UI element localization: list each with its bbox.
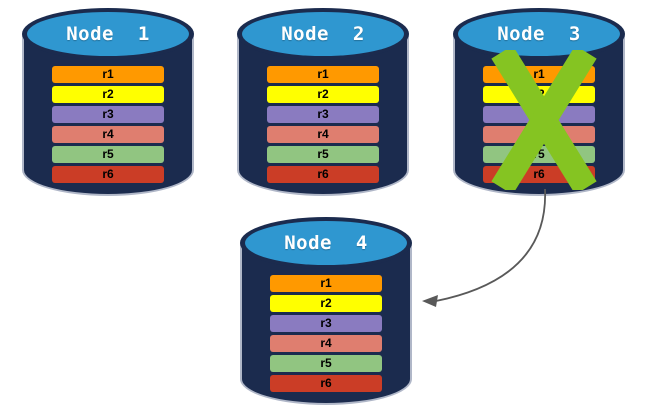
failover-arrow-head xyxy=(422,295,438,307)
node-1-cylinder-top-face: Node 1 xyxy=(27,12,189,56)
replica-row-r3: r3 xyxy=(52,106,164,123)
replica-row-r6: r6 xyxy=(52,166,164,183)
node-1-label: Node 1 xyxy=(66,23,150,45)
node-4-cylinder-top-face: Node 4 xyxy=(245,221,407,265)
node-2-rows: r1 r2 r3 r4 r5 r6 xyxy=(267,66,379,183)
replica-row-r3: r3 xyxy=(270,315,382,332)
replica-row-r5: r5 xyxy=(52,146,164,163)
replica-row-r4: r4 xyxy=(270,335,382,352)
node-1-rows: r1 r2 r3 r4 r5 r6 xyxy=(52,66,164,183)
replica-row-r6: r6 xyxy=(270,375,382,392)
node-1-cylinder: Node 1 r1 r2 r3 r4 r5 r6 xyxy=(22,8,194,196)
node-2-cylinder: Node 2 r1 r2 r3 r4 r5 r6 xyxy=(237,8,409,196)
node-2-label: Node 2 xyxy=(281,23,365,45)
replica-row-r4: r4 xyxy=(267,126,379,143)
node-4-rows: r1 r2 r3 r4 r5 r6 xyxy=(270,275,382,392)
node-3-label: Node 3 xyxy=(497,23,581,45)
replica-row-r3: r3 xyxy=(267,106,379,123)
failover-arrow-line xyxy=(435,188,546,302)
node-3-cylinder-top-face: Node 3 xyxy=(458,12,620,56)
replica-row-r1: r1 xyxy=(267,66,379,83)
replica-row-r5: r5 xyxy=(270,355,382,372)
replica-row-r2: r2 xyxy=(270,295,382,312)
replica-row-r2: r2 xyxy=(267,86,379,103)
node-4-cylinder-top: Node 4 xyxy=(240,217,412,269)
node-4-cylinder: Node 4 r1 r2 r3 r4 r5 r6 xyxy=(240,217,412,405)
node-2-cylinder-top-face: Node 2 xyxy=(242,12,404,56)
replica-row-r4: r4 xyxy=(52,126,164,143)
node-1-cylinder-top: Node 1 xyxy=(22,8,194,60)
replica-row-r1: r1 xyxy=(52,66,164,83)
node-2-cylinder-top: Node 2 xyxy=(237,8,409,60)
replica-row-r6: r6 xyxy=(267,166,379,183)
node-3-cylinder-top: Node 3 xyxy=(453,8,625,60)
node-4-label: Node 4 xyxy=(284,232,368,254)
failure-x-icon xyxy=(491,50,597,190)
replica-row-r1: r1 xyxy=(270,275,382,292)
replica-row-r5: r5 xyxy=(267,146,379,163)
replica-row-r2: r2 xyxy=(52,86,164,103)
